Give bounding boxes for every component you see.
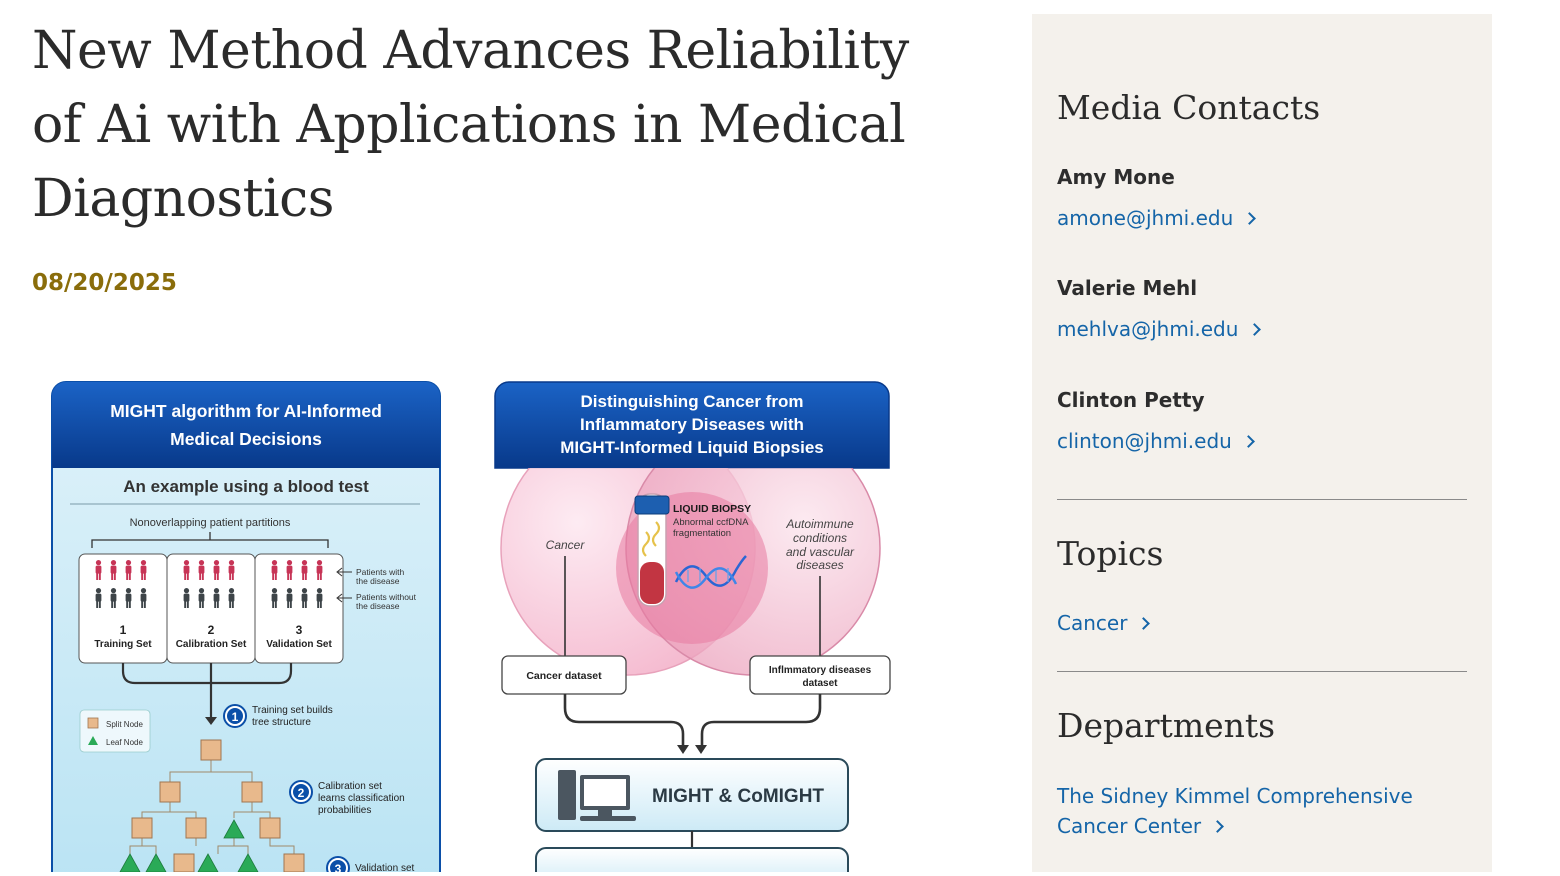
set-number: 2 bbox=[208, 623, 215, 637]
chevron-right-icon bbox=[1248, 323, 1262, 336]
venn-label: Autoimmune bbox=[785, 517, 854, 531]
training-set-box: 1 Training Set bbox=[78, 553, 168, 664]
dataset-label: Inflmmatory diseases bbox=[769, 665, 872, 676]
contact-email: clinton@jhmi.edu bbox=[1057, 429, 1232, 453]
media-contacts-heading: Media Contacts bbox=[1057, 88, 1321, 127]
article-date: 08/20/2025 bbox=[32, 270, 177, 296]
panel-header-line: Distinguishing Cancer from bbox=[581, 392, 804, 411]
might-box-label: MIGHT & CoMIGHT bbox=[652, 786, 824, 807]
panel-header-line: Inflammatory Diseases with bbox=[580, 415, 804, 434]
biopsy-title: LIQUID BIOPSY bbox=[673, 503, 751, 515]
venn-label: conditions bbox=[793, 531, 847, 545]
venn-label: diseases bbox=[796, 558, 843, 572]
panel-subtitle: An example using a blood test bbox=[123, 477, 369, 496]
set-number: 1 bbox=[120, 623, 127, 637]
contact-name: Amy Mone bbox=[1057, 165, 1175, 189]
contact-name: Clinton Petty bbox=[1057, 388, 1205, 412]
panel-header-line: MIGHT algorithm for AI-Informed bbox=[110, 401, 382, 421]
dataset-label: Cancer dataset bbox=[526, 670, 602, 682]
partitions-label: Nonoverlapping patient partitions bbox=[130, 517, 291, 529]
contact-name: Valerie Mehl bbox=[1057, 276, 1198, 300]
chevron-right-icon bbox=[1137, 617, 1151, 630]
step-text: learns classification bbox=[318, 793, 405, 804]
validation-set-box: 3 Validation Set bbox=[254, 553, 344, 664]
might-algorithm-panel: MIGHT algorithm for AI-Informed Medical … bbox=[51, 381, 441, 876]
topic-link[interactable]: Cancer bbox=[1057, 608, 1151, 638]
divider bbox=[1057, 671, 1467, 672]
test-tube-icon bbox=[634, 493, 670, 607]
contact-email-link[interactable]: clinton@jhmi.edu bbox=[1057, 426, 1255, 456]
departments-heading: Departments bbox=[1057, 706, 1276, 745]
chevron-right-icon bbox=[1241, 435, 1255, 448]
set-number: 3 bbox=[296, 623, 303, 637]
step-number: 3 bbox=[335, 862, 342, 872]
step-text: Training set builds bbox=[252, 705, 333, 716]
step-text: probabilities bbox=[318, 805, 371, 816]
contact-email-link[interactable]: amone@jhmi.edu bbox=[1057, 203, 1257, 233]
step-text: Calibration set bbox=[318, 781, 382, 792]
department-label: The Sidney Kimmel Comprehensive Cancer C… bbox=[1057, 784, 1413, 838]
legend-label: Leaf Node bbox=[106, 738, 143, 747]
topics-heading: Topics bbox=[1057, 534, 1164, 573]
venn-label: Cancer bbox=[546, 538, 586, 552]
article-figure: MIGHT algorithm for AI-Informed Medical … bbox=[40, 372, 910, 876]
annotation: the disease bbox=[356, 576, 400, 586]
set-name: Training Set bbox=[94, 639, 152, 650]
contact-email: amone@jhmi.edu bbox=[1057, 206, 1234, 230]
biopsy-subtext: fragmentation bbox=[673, 528, 731, 539]
step-number: 2 bbox=[298, 786, 305, 800]
computer-icon bbox=[558, 770, 636, 821]
step-number: 1 bbox=[232, 710, 239, 724]
set-name: Calibration Set bbox=[176, 639, 247, 650]
panel-header-line: Medical Decisions bbox=[170, 429, 322, 449]
step-text: tree structure bbox=[252, 717, 311, 728]
dataset-label: dataset bbox=[802, 678, 838, 689]
annotation: Patients with bbox=[356, 567, 404, 577]
step-text: Validation set bbox=[355, 863, 415, 872]
panel-header-line: MIGHT-Informed Liquid Biopsies bbox=[560, 438, 824, 457]
chevron-right-icon bbox=[1243, 212, 1257, 225]
legend-label: Split Node bbox=[106, 720, 143, 729]
contact-email-link[interactable]: mehlva@jhmi.edu bbox=[1057, 314, 1262, 344]
article-title: New Method Advances Reliability of Ai wi… bbox=[32, 21, 909, 229]
set-name: Validation Set bbox=[266, 639, 332, 650]
biopsy-subtext: Abnormal ccfDNA bbox=[673, 517, 749, 528]
sidebar: Media Contacts Amy Mone amone@jhmi.edu V… bbox=[1032, 14, 1492, 872]
divider bbox=[1057, 499, 1467, 500]
department-link[interactable]: The Sidney Kimmel Comprehensive Cancer C… bbox=[1057, 781, 1467, 841]
dna-icon bbox=[674, 555, 747, 589]
liquid-biopsy-panel: Distinguishing Cancer from Inflammatory … bbox=[494, 381, 891, 876]
chevron-right-icon bbox=[1211, 820, 1224, 833]
contact-email: mehlva@jhmi.edu bbox=[1057, 317, 1239, 341]
annotation: the disease bbox=[356, 601, 400, 611]
venn-label: and vascular bbox=[786, 545, 855, 559]
annotation: Patients without bbox=[356, 592, 417, 602]
topic-label: Cancer bbox=[1057, 611, 1128, 635]
calibration-set-box: 2 Calibration Set bbox=[166, 553, 256, 664]
